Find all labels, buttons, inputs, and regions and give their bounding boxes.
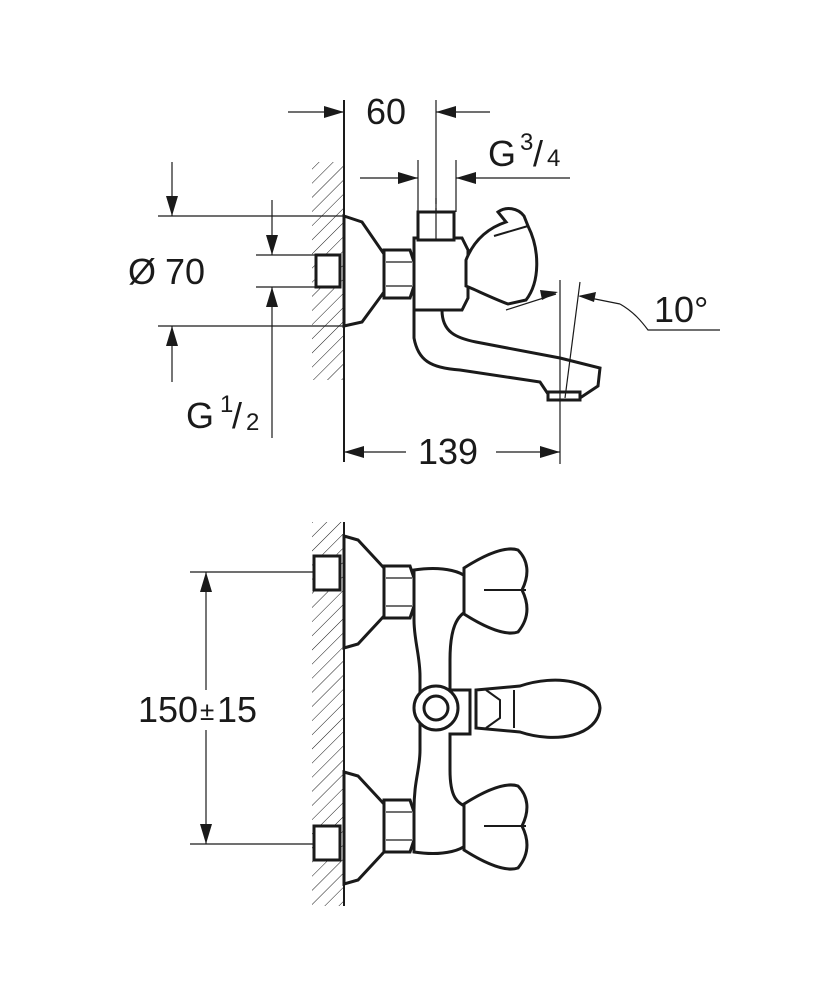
inlet-stub-top bbox=[314, 253, 342, 289]
dim-g34-label: G bbox=[488, 133, 516, 174]
hex-nut-upper bbox=[382, 564, 416, 620]
aerator bbox=[546, 390, 582, 402]
inlet-stub-upper bbox=[312, 554, 342, 592]
dim-150-label: 150 bbox=[138, 689, 198, 730]
hex-nut-top bbox=[382, 248, 416, 300]
handle-top bbox=[464, 207, 539, 306]
dim-plus-minus: ± bbox=[200, 696, 214, 726]
dim-g12-slash: / bbox=[232, 395, 242, 436]
spout-front bbox=[474, 678, 602, 739]
dim-g12-denominator: 2 bbox=[246, 409, 259, 436]
mixer-body-top bbox=[412, 236, 470, 312]
front-view: 150 ± 15 bbox=[138, 522, 602, 906]
dim-139-label: 139 bbox=[418, 431, 478, 472]
spout-top bbox=[412, 308, 602, 400]
rosette-lower bbox=[342, 770, 386, 886]
dim-g12-numerator: 1 bbox=[220, 391, 233, 418]
dim-diameter-symbol: Ø bbox=[128, 251, 156, 292]
dim-diameter-value: 70 bbox=[165, 251, 205, 292]
side-view: 60 G 3 / 4 Ø 70 10° G 1 / 2 139 bbox=[128, 91, 720, 472]
inlet-stub-lower bbox=[312, 824, 342, 862]
dim-angle-label: 10° bbox=[654, 289, 708, 330]
dim-g34-numerator: 3 bbox=[520, 129, 533, 156]
hex-nut-lower bbox=[382, 798, 416, 854]
dim-g34-slash: / bbox=[533, 133, 543, 174]
center-port-inner bbox=[422, 694, 450, 722]
dim-15-label: 15 bbox=[217, 689, 257, 730]
dim-g12-label: G bbox=[186, 395, 214, 436]
rosette-top bbox=[342, 213, 386, 328]
rosette-upper bbox=[342, 534, 386, 650]
dim-60-label: 60 bbox=[366, 91, 406, 132]
dim-g34-denominator: 4 bbox=[547, 145, 560, 172]
